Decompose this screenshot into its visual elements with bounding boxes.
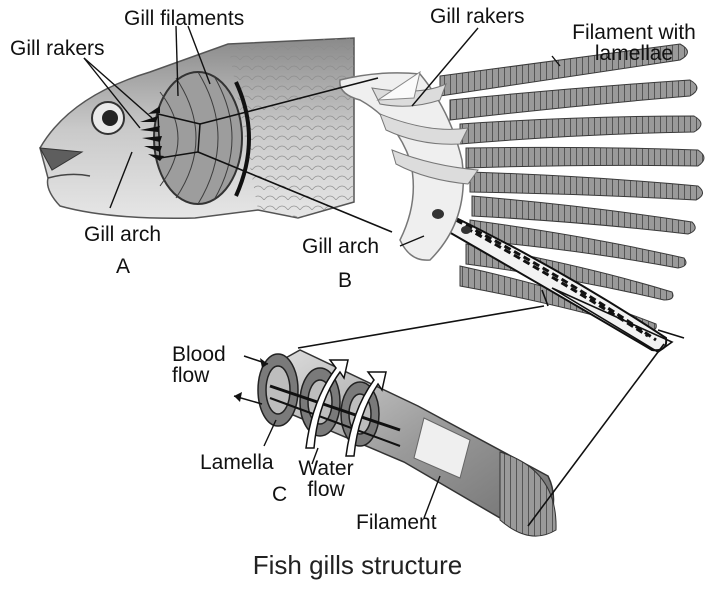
label-water-flow-line1: Water <box>294 458 358 479</box>
label-blood-flow-line1: Blood <box>172 344 226 365</box>
label-filament-with-lamellae-line2: lamellae <box>556 43 712 64</box>
label-blood-flow: Blood flow <box>172 344 226 386</box>
label-filament: Filament <box>356 512 437 533</box>
filament-c-illustration <box>234 350 556 536</box>
label-panel-a: A <box>116 256 130 277</box>
gill-arch-b-illustration <box>340 44 704 350</box>
fish-head-illustration <box>40 38 354 218</box>
gill-filaments-fan <box>154 72 242 204</box>
label-gill-arch-a: Gill arch <box>84 224 161 245</box>
label-gill-rakers-b: Gill rakers <box>430 6 525 27</box>
label-panel-c: C <box>272 484 287 505</box>
figure-caption: Fish gills structure <box>0 550 715 580</box>
label-panel-b: B <box>338 270 352 291</box>
label-gill-filaments: Gill filaments <box>124 8 244 29</box>
label-blood-flow-line2: flow <box>172 365 226 386</box>
label-water-flow-line2: flow <box>294 479 358 500</box>
label-water-flow: Water flow <box>294 458 358 500</box>
label-filament-with-lamellae: Filament with lamellae <box>556 22 712 64</box>
label-gill-arch-b: Gill arch <box>302 236 379 257</box>
label-lamella: Lamella <box>200 452 274 473</box>
label-filament-with-lamellae-line1: Filament with <box>556 22 712 43</box>
label-gill-rakers-a: Gill rakers <box>10 38 105 59</box>
